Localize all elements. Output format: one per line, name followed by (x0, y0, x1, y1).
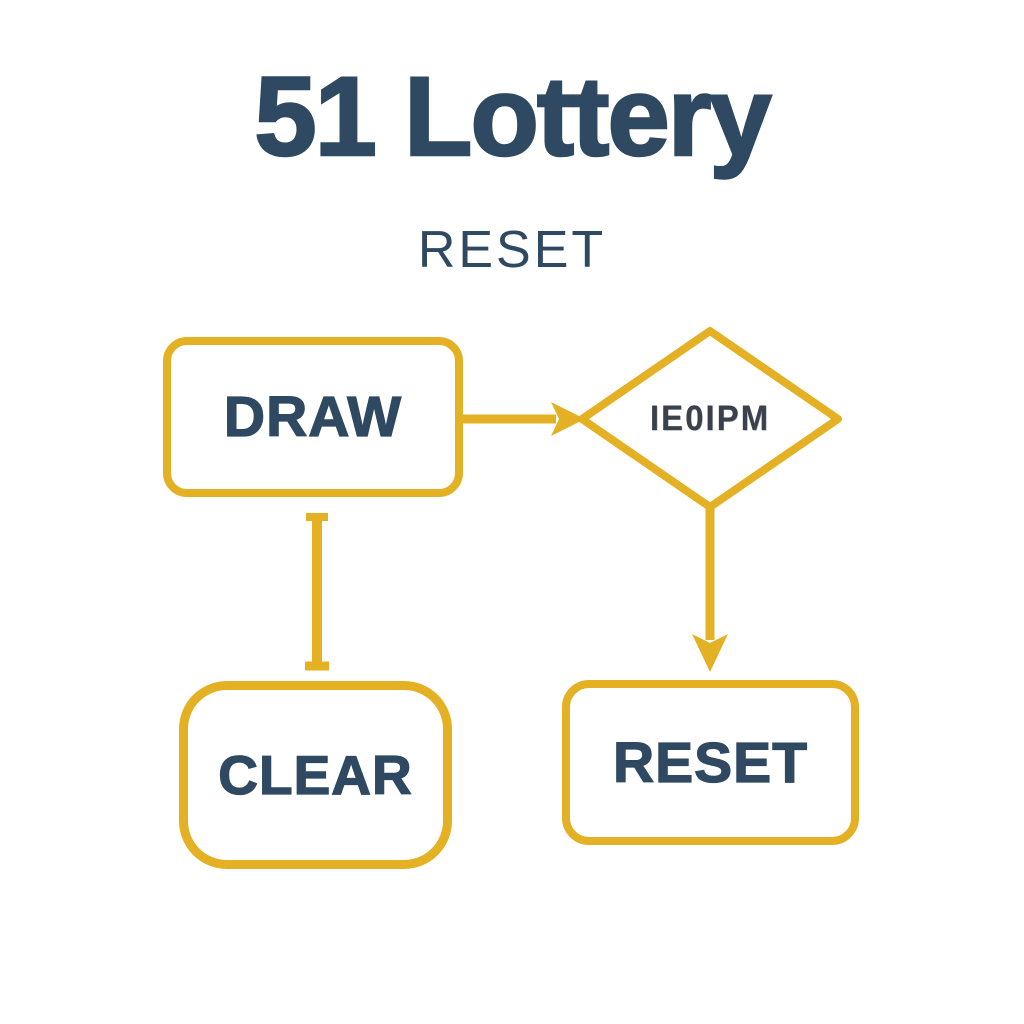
decision-diamond-shape (578, 327, 842, 511)
node-clear: CLEAR (179, 681, 452, 869)
node-reset: RESET (562, 680, 859, 845)
page-subtitle: RESET (417, 221, 607, 279)
node-draw: DRAW (163, 337, 463, 497)
node-draw-label: DRAW (223, 384, 403, 449)
arrow-right-icon (551, 402, 585, 436)
node-reset-label: RESET (612, 730, 809, 795)
arrow-down-icon (692, 634, 728, 672)
node-decision-label: IE0IPM (649, 397, 771, 438)
node-clear-label: CLEAR (218, 743, 413, 806)
page-title: 51 Lottery (253, 54, 773, 179)
